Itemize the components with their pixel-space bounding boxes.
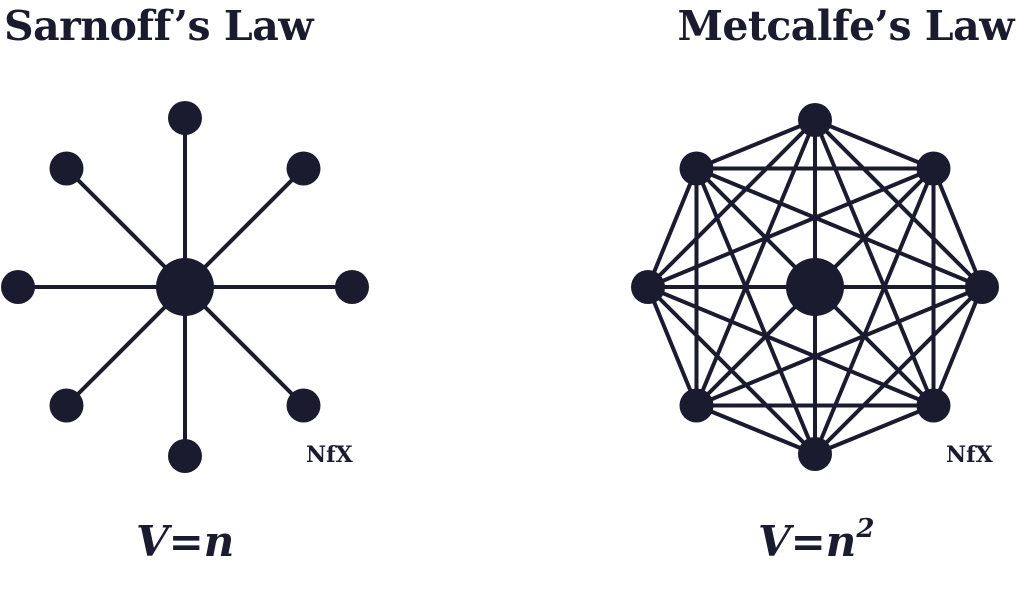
outer-node	[631, 270, 665, 304]
sarnoff-formula: V=n	[136, 517, 234, 566]
formula-exponent: 2	[856, 514, 875, 544]
outer-node	[49, 388, 84, 423]
edge	[695, 118, 816, 171]
edge	[694, 167, 817, 455]
outer-node	[286, 388, 321, 423]
nfx-logo: NfX	[306, 442, 353, 468]
outer-node	[1, 270, 35, 304]
outer-node	[679, 151, 714, 186]
edge	[695, 403, 816, 456]
outer-node	[335, 270, 369, 304]
outer-node	[916, 388, 951, 423]
edge	[814, 118, 935, 171]
edge	[646, 285, 817, 456]
hub-node	[786, 258, 844, 316]
formula-base: V=n	[136, 517, 235, 566]
edge	[931, 167, 984, 288]
metcalfe-title: Metcalfe’s Law	[677, 2, 1014, 50]
outer-node	[679, 388, 714, 423]
edge	[931, 286, 984, 407]
hub-node	[156, 258, 214, 316]
edge	[646, 286, 699, 407]
outer-node	[168, 101, 202, 135]
edge	[646, 167, 699, 288]
outer-node	[916, 151, 951, 186]
outer-node	[286, 151, 321, 186]
nfx-logo: NfX	[946, 442, 993, 468]
edge	[814, 403, 935, 456]
outer-node	[168, 439, 202, 473]
edge	[695, 166, 983, 289]
outer-node	[798, 437, 832, 471]
metcalfe-formula: V=n2	[758, 514, 875, 566]
outer-node	[49, 151, 84, 186]
outer-node	[965, 270, 999, 304]
formula-base: V=n	[758, 517, 857, 566]
sarnoff-title: Sarnoff’s Law	[4, 2, 314, 50]
outer-node	[798, 103, 832, 137]
